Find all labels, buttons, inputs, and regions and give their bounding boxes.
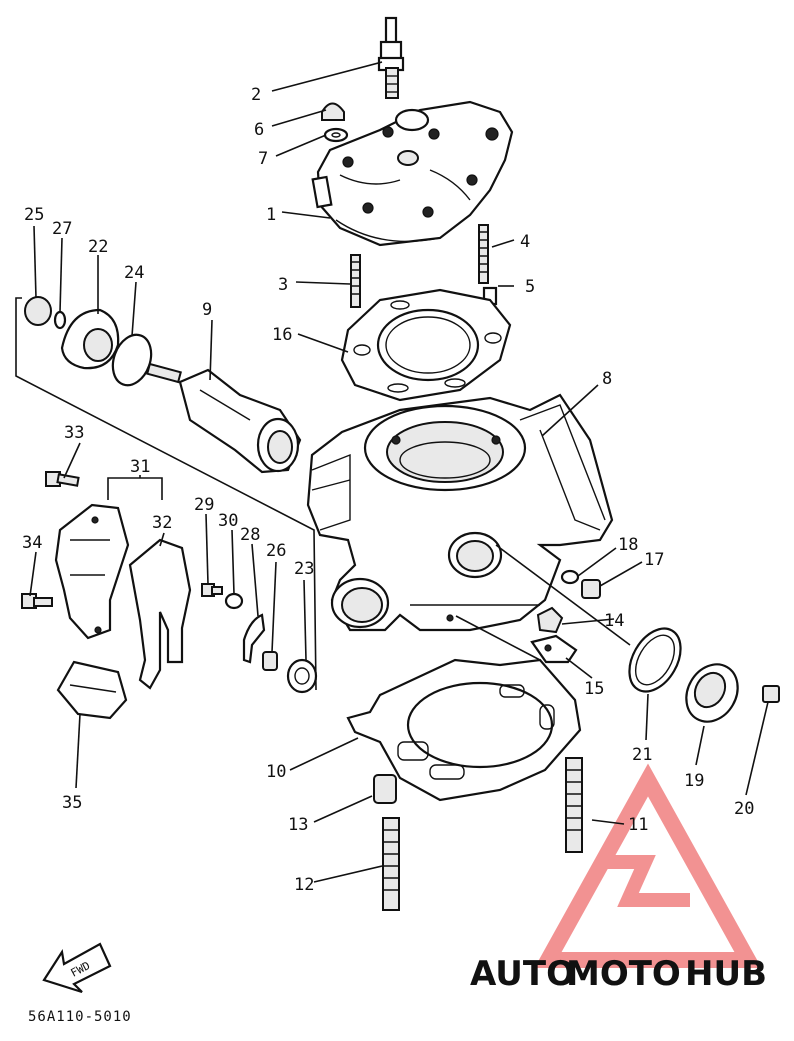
callout-24: 24 [124, 263, 144, 283]
bolt-34 [21, 593, 53, 609]
lever-28 [242, 613, 266, 664]
callout-8: 8 [602, 369, 612, 389]
head-gasket [340, 288, 512, 402]
callout-9: 9 [202, 300, 212, 320]
callout-22: 22 [88, 237, 108, 257]
callout-15: 15 [584, 679, 604, 699]
callout-5: 5 [525, 277, 535, 297]
washer-small [323, 127, 349, 143]
head-stud-left [350, 254, 361, 308]
callout-10: 10 [266, 762, 286, 782]
callout-6: 6 [254, 120, 264, 140]
cover-19 [685, 663, 739, 723]
callout-7: 7 [258, 149, 268, 169]
gasket-32 [128, 538, 192, 690]
callout-28: 28 [240, 525, 260, 545]
clip-35 [56, 660, 128, 720]
callout-25: 25 [24, 205, 44, 225]
fwd-arrow: FWD [42, 942, 112, 994]
washer-30 [224, 592, 244, 610]
watermark-text: AUTO MOTO HUB [470, 954, 767, 994]
base-gasket [346, 658, 582, 802]
washer-18 [560, 569, 580, 585]
callout-2: 2 [251, 85, 261, 105]
callout-3: 3 [278, 275, 288, 295]
spark-plug [377, 16, 405, 99]
diagram-part-number: 56A110-5010 [28, 1009, 132, 1025]
seal-holder-22 [60, 308, 120, 370]
ring-27 [53, 310, 67, 330]
callout-13: 13 [288, 815, 308, 835]
screw-29 [201, 583, 223, 597]
callout-33: 33 [64, 423, 84, 443]
cylinder-body [306, 393, 614, 632]
callout-19: 19 [684, 771, 704, 791]
o-ring-24 [111, 333, 153, 387]
bolt-20 [762, 685, 780, 703]
callout-4: 4 [520, 232, 530, 252]
callout-35: 35 [62, 793, 82, 813]
collar-13 [373, 774, 397, 804]
callout-20: 20 [734, 799, 754, 819]
watermark-auto: AUTO [470, 954, 575, 994]
callout-30: 30 [218, 511, 238, 531]
bolt-17 [581, 579, 601, 599]
callout-31: 31 [130, 457, 150, 477]
watermark-logo [534, 763, 762, 968]
plate-15 [530, 634, 578, 664]
callout-14: 14 [604, 611, 624, 631]
callout-21: 21 [632, 745, 652, 765]
intake-manifold [146, 362, 302, 474]
callout-29: 29 [194, 495, 214, 515]
callout-labels: 2 6 7 1 3 4 5 16 8 9 25 27 22 24 33 31 3… [22, 85, 754, 895]
callout-34: 34 [22, 533, 42, 553]
callout-32: 32 [152, 513, 172, 533]
head-stud-right [478, 224, 489, 284]
stud-11 [565, 757, 583, 853]
valve-cover-31 [54, 503, 130, 640]
nut-14 [536, 606, 564, 634]
callout-11: 11 [628, 815, 648, 835]
gasket-21 [628, 627, 682, 693]
cylinder-head [311, 100, 514, 247]
seal-23 [286, 658, 318, 694]
callout-23: 23 [294, 559, 314, 579]
callout-17: 17 [644, 550, 664, 570]
watermark-hub: HUB [685, 954, 767, 994]
callout-12: 12 [294, 875, 314, 895]
bolt-33 [45, 471, 80, 487]
callout-18: 18 [618, 535, 638, 555]
callout-16: 16 [272, 325, 292, 345]
watermark-moto: MOTO [566, 954, 681, 994]
callout-27: 27 [52, 219, 72, 239]
cap-nut [321, 102, 345, 121]
washer-26 [262, 651, 278, 671]
stud-12 [382, 817, 400, 911]
callout-1: 1 [266, 205, 276, 225]
leader-lines [15, 61, 769, 883]
cap-25 [24, 296, 52, 326]
callout-26: 26 [266, 541, 286, 561]
